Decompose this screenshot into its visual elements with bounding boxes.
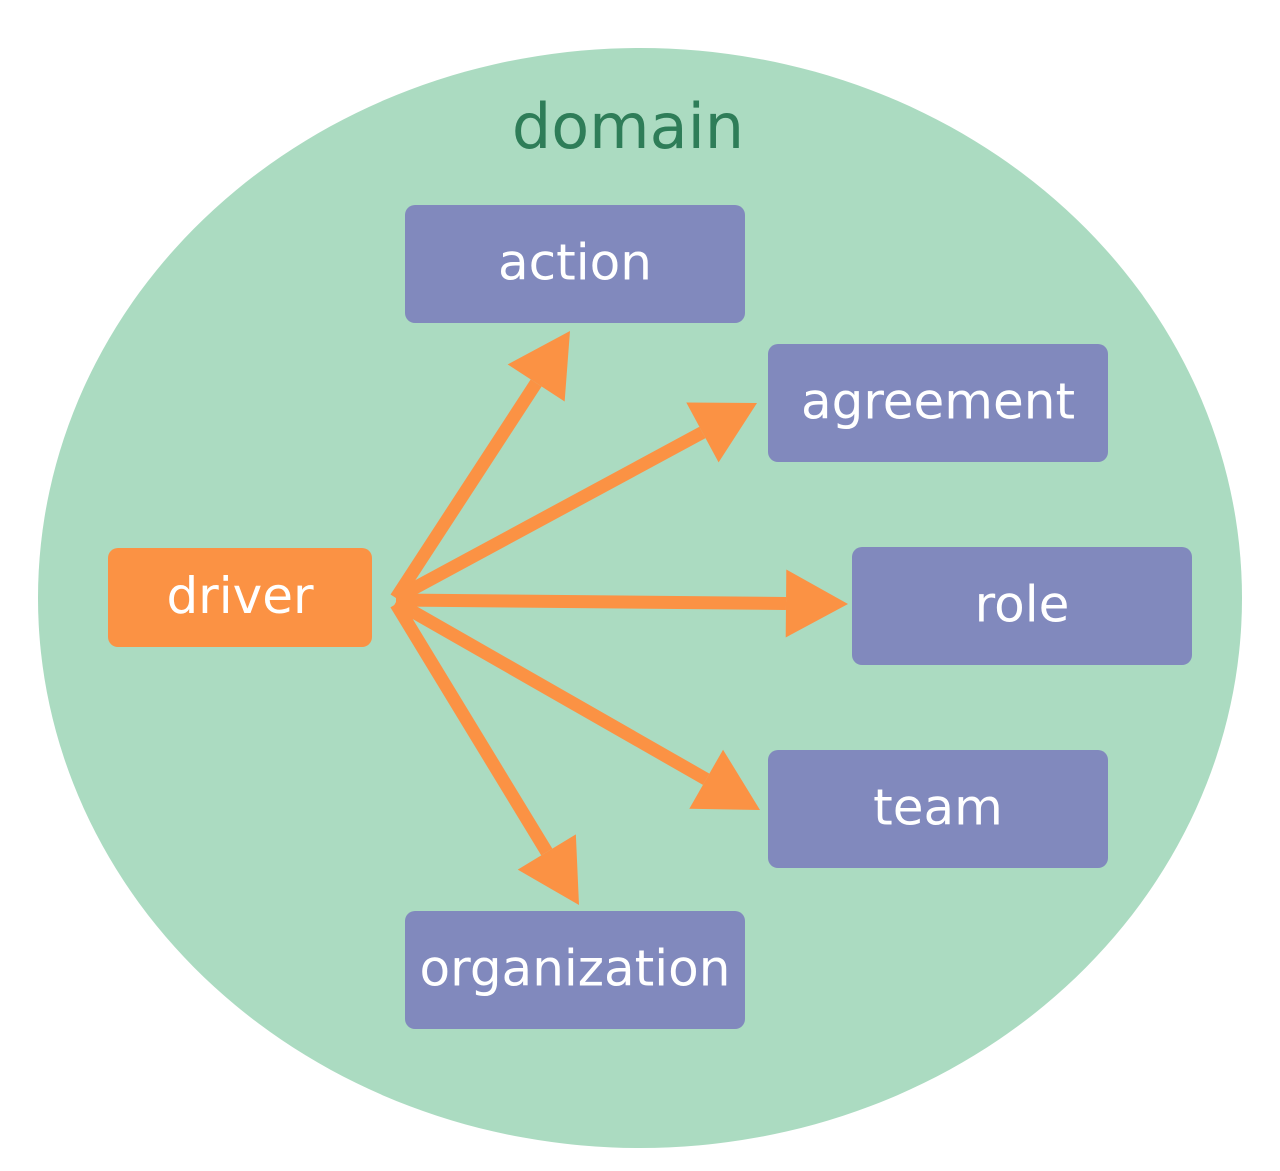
- driver-to-role-shaft: [395, 593, 787, 610]
- driver-to-organization-shaft: [390, 600, 553, 856]
- driver-to-action-shaft: [390, 379, 542, 602]
- driver-to-organization: [390, 600, 579, 905]
- node-driver-label: driver: [166, 567, 314, 625]
- node-team[interactable]: team: [768, 750, 1108, 868]
- node-driver[interactable]: driver: [108, 548, 372, 647]
- node-agreement[interactable]: agreement: [768, 344, 1108, 462]
- domain-title-label: domain: [512, 90, 744, 163]
- edges-layer: [390, 331, 848, 905]
- driver-to-agreement: [392, 402, 757, 604]
- driver-to-action: [390, 331, 570, 602]
- node-team-box[interactable]: [768, 750, 1108, 868]
- node-organization-box[interactable]: [405, 911, 745, 1029]
- node-role[interactable]: role: [852, 547, 1192, 665]
- node-action-box[interactable]: [405, 205, 745, 323]
- node-organization-label: organization: [420, 940, 731, 998]
- node-agreement-label: agreement: [801, 373, 1075, 431]
- node-role-label: role: [975, 576, 1070, 634]
- node-organization[interactable]: organization: [405, 911, 745, 1029]
- node-action[interactable]: action: [405, 205, 745, 323]
- node-agreement-box[interactable]: [768, 344, 1108, 462]
- driver-to-action-arrowhead-icon: [507, 331, 570, 402]
- driver-to-role: [395, 569, 848, 638]
- node-role-box[interactable]: [852, 547, 1192, 665]
- driver-to-role-arrowhead-icon: [785, 569, 848, 638]
- driver-to-agreement-arrowhead-icon: [686, 402, 757, 463]
- driver-to-team-shaft: [392, 596, 710, 785]
- driver-to-team-arrowhead-icon: [689, 749, 760, 810]
- driver-to-organization-arrowhead-icon: [517, 834, 579, 905]
- node-team-label: team: [873, 779, 1003, 837]
- node-action-label: action: [498, 234, 652, 292]
- node-driver-box[interactable]: [108, 548, 372, 647]
- driver-to-team: [392, 596, 760, 810]
- nodes-layer: driver action agreement role team organizatio…: [108, 205, 1192, 1029]
- driver-to-agreement-shaft: [392, 426, 706, 604]
